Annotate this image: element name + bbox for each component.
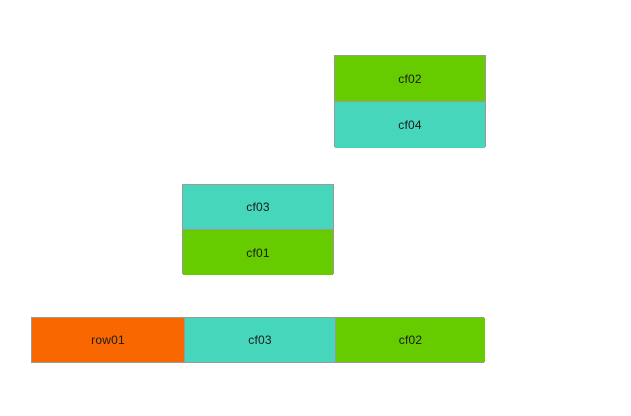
cell-cf03[interactable]: cf03 xyxy=(184,318,335,362)
cell-label: row01 xyxy=(91,333,125,347)
cell-cf02[interactable]: cf02 xyxy=(335,56,485,101)
bottom-row-bar: row01 cf03 cf02 xyxy=(31,317,485,363)
top-column-family-stack: cf02 cf04 xyxy=(334,55,486,148)
cell-label: cf02 xyxy=(398,71,422,86)
cell-row01[interactable]: row01 xyxy=(32,318,184,362)
middle-column-family-stack: cf03 cf01 xyxy=(182,184,334,275)
cell-label: cf01 xyxy=(246,245,270,260)
cell-cf02[interactable]: cf02 xyxy=(335,318,485,362)
cell-label: cf02 xyxy=(398,333,423,347)
cell-cf01[interactable]: cf01 xyxy=(183,229,333,275)
cell-cf03[interactable]: cf03 xyxy=(183,185,333,229)
cell-label: cf04 xyxy=(398,118,422,132)
cell-label: cf03 xyxy=(248,333,272,347)
cell-cf04[interactable]: cf04 xyxy=(335,101,485,148)
cell-label: cf03 xyxy=(246,200,270,214)
